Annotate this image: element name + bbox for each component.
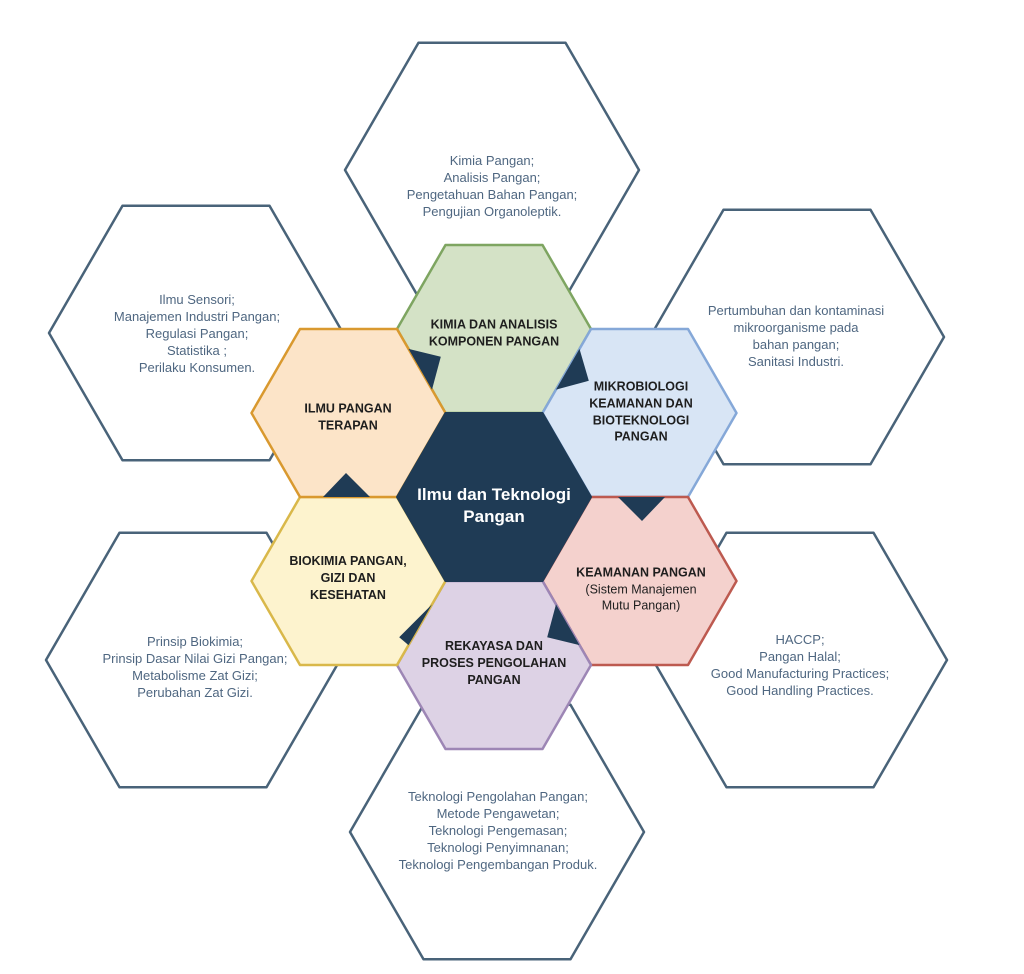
category-label-mikrobiologi: MIKROBIOLOGI KEAMANAN DAN BIOTEKNOLOGI P… [589,379,693,444]
details-rekayasa: Teknologi Pengolahan Pangan; Metode Peng… [398,788,598,872]
category-label-biokimia: BIOKIMIA PANGAN, GIZI DAN KESEHATAN [289,553,407,602]
flow-arrow-lower-right [547,604,580,646]
category-label-keamanan-main: KEAMANAN PANGAN [576,565,706,580]
flow-arrow-lower-left [399,604,432,646]
center-hexagon [396,412,592,582]
center-title: Ilmu dan Teknologi Pangan [417,484,571,526]
outer-hexagon-bottom [348,703,646,961]
category-label-kimia: KIMIA DAN ANALISIS KOMPONEN PANGAN [428,317,560,348]
flow-arrow-upper-left [408,348,441,390]
details-biokimia: Prinsip Biokimia; Prinsip Dasar Nilai Gi… [102,634,288,700]
flow-arrow-left [323,473,370,497]
category-label-keamanan: KEAMANAN PANGAN (Sistem Manajemen Mutu P… [536,548,746,615]
details-mikrobiologi: Pertumbuhan dan kontaminasi mikroorganis… [707,303,885,369]
category-label-rekayasa: REKAYASA DAN PROSES PENGOLAHAN PANGAN [421,638,567,687]
details-kimia: Kimia Pangan; Analisis Pangan; Pengetahu… [406,153,578,219]
flow-arrow-right [618,497,665,521]
flow-arrow-upper-right [556,348,589,390]
details-ilmu-terapan: Ilmu Sensori; Manajemen Industri Pangan;… [113,291,281,375]
details-keamanan: HACCP; Pangan Halal; Good Manufacturing … [710,632,890,698]
category-label-ilmu-terapan: ILMU PANGAN TERAPAN [304,401,392,432]
category-label-keamanan-sub: (Sistem Manajemen Mutu Pangan) [585,582,697,613]
